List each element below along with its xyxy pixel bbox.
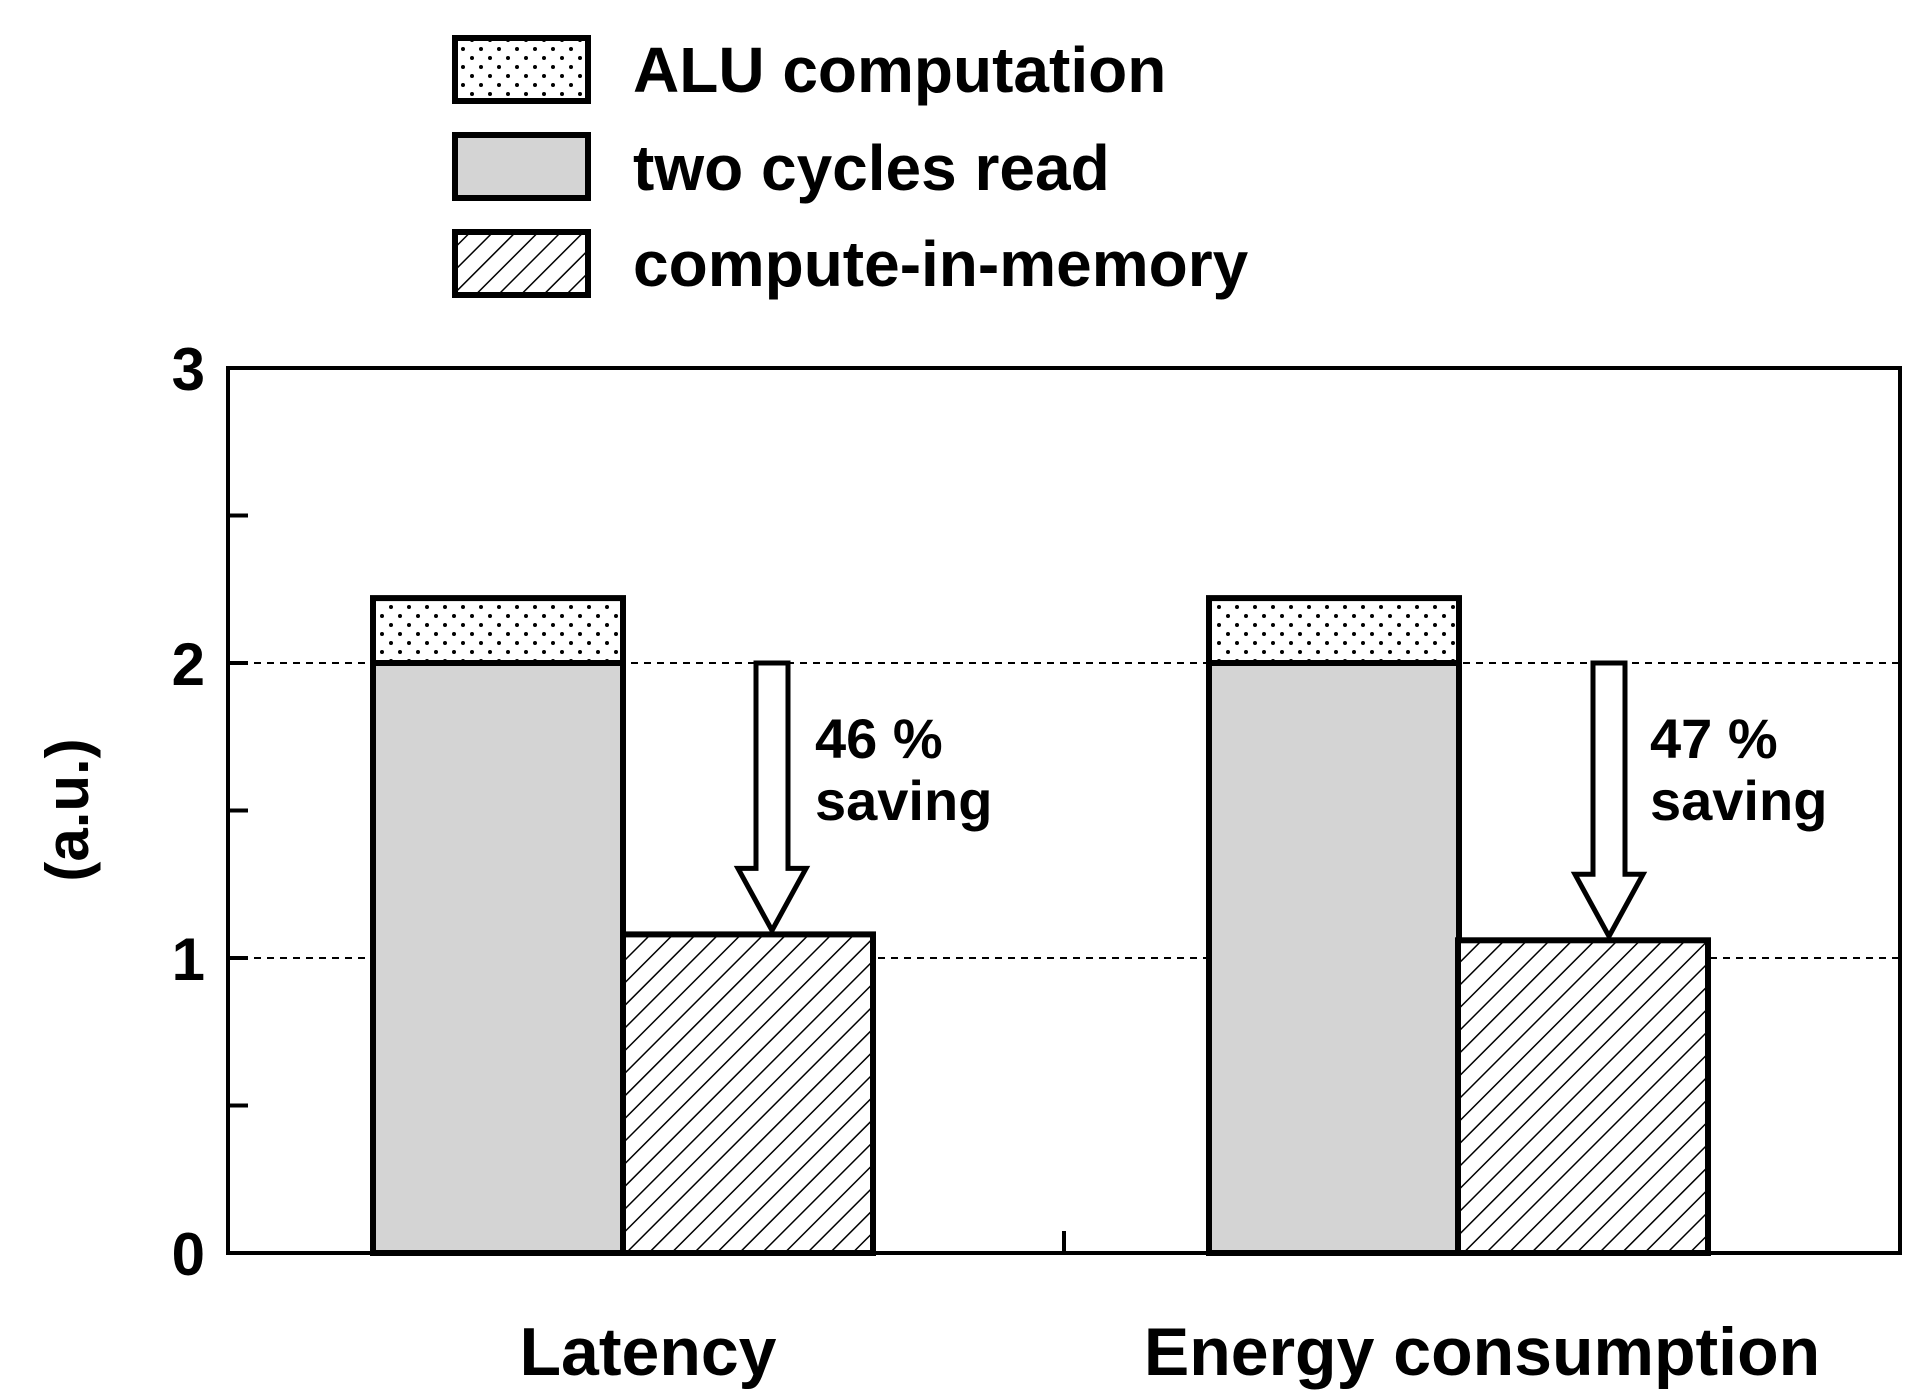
annotation-energy-percent: 47 % <box>1650 707 1778 770</box>
y-axis-ticks: 0 1 2 3 <box>172 336 248 1288</box>
y-tick-label-3: 3 <box>172 336 205 403</box>
legend-item-cim: compute-in-memory <box>452 228 1249 300</box>
annotation-latency-percent: 46 % <box>815 707 943 770</box>
legend-label-cim: compute-in-memory <box>633 228 1249 300</box>
saving-arrow-1 <box>1570 660 1648 942</box>
legend: ALU computation two cycles read compute-… <box>452 34 1249 300</box>
bar-alu-computation-0 <box>370 595 626 666</box>
bars <box>370 595 1711 1257</box>
y-axis-label: (a.u.) <box>34 738 101 881</box>
annotation-latency-saving: saving <box>815 769 992 832</box>
legend-swatch-alu <box>452 35 591 104</box>
bar-compute-in-memory-1 <box>1455 937 1711 1256</box>
legend-item-two-cycles: two cycles read <box>452 132 1110 204</box>
category-label-energy-consumption: Energy consumption <box>1144 1314 1820 1390</box>
category-label-latency: Latency <box>520 1314 777 1390</box>
legend-label-alu: ALU computation <box>633 34 1166 106</box>
legend-swatch-cim <box>452 229 591 298</box>
annotation-energy-saving: saving <box>1650 769 1827 832</box>
legend-label-two-cycles: two cycles read <box>633 132 1110 204</box>
bar-two-cycles-read-1 <box>1206 660 1462 1256</box>
y-tick-label-0: 0 <box>172 1221 205 1288</box>
legend-swatch-two-cycles <box>452 132 591 201</box>
y-tick-label-1: 1 <box>172 926 205 993</box>
legend-item-alu: ALU computation <box>452 34 1166 106</box>
saving-arrows <box>733 660 1648 942</box>
bar-alu-computation-1 <box>1206 595 1462 666</box>
y-tick-label-2: 2 <box>172 631 205 698</box>
bar-two-cycles-read-0 <box>370 660 626 1256</box>
bar-compute-in-memory-0 <box>620 931 876 1257</box>
saving-arrow-0 <box>733 660 811 936</box>
